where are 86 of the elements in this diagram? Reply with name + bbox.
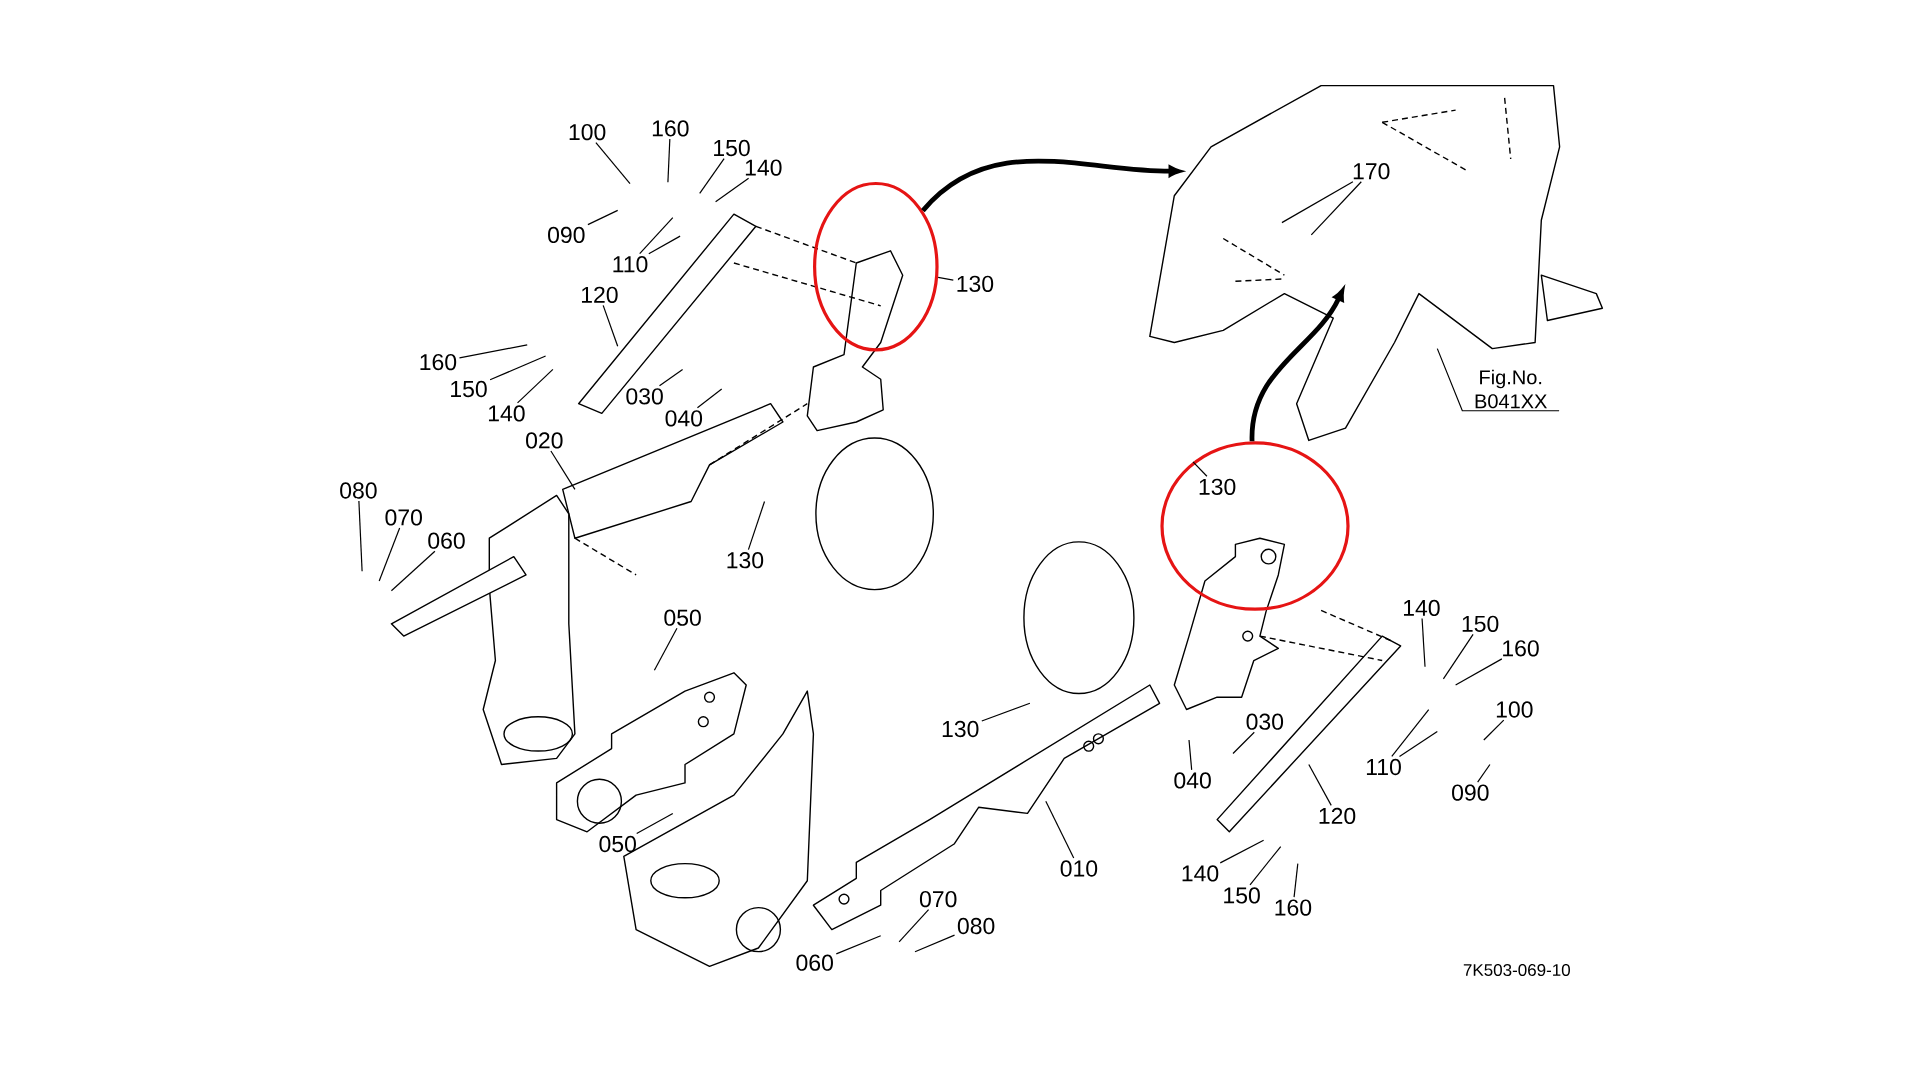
callout-number: 090 bbox=[1452, 784, 1489, 801]
leader-line bbox=[1192, 461, 1208, 477]
leader-line bbox=[358, 500, 363, 572]
leader-line bbox=[378, 527, 401, 582]
callout-number: 120 bbox=[1319, 807, 1356, 825]
callout-number: 160 bbox=[420, 353, 457, 371]
callout-number: 150 bbox=[1462, 615, 1499, 632]
leader-line bbox=[1310, 181, 1362, 236]
leader-line bbox=[1442, 633, 1474, 680]
callout-number: 070 bbox=[385, 509, 422, 526]
callout-number: 130 bbox=[957, 275, 994, 292]
leader-line bbox=[696, 388, 723, 409]
leader-line bbox=[602, 304, 619, 347]
callout-number: 140 bbox=[1182, 865, 1219, 882]
leader-line bbox=[1293, 863, 1299, 898]
leader-line bbox=[699, 157, 725, 194]
callout-number: 140 bbox=[745, 159, 782, 176]
leader-line bbox=[1232, 731, 1255, 755]
leader-line bbox=[1249, 845, 1282, 886]
callout-number: 040 bbox=[1174, 772, 1211, 789]
leader-line bbox=[516, 368, 554, 404]
leader-line bbox=[1421, 617, 1426, 668]
leader-line bbox=[458, 344, 528, 359]
leader-line bbox=[1483, 719, 1505, 741]
callout-number: 110 bbox=[1366, 758, 1401, 776]
callout-number: 110 bbox=[613, 256, 648, 273]
leader-line bbox=[636, 812, 674, 835]
leader-line bbox=[835, 935, 882, 955]
leader-line bbox=[747, 500, 766, 551]
callout-number: 150 bbox=[714, 139, 750, 157]
leader-line bbox=[658, 368, 684, 387]
leader-line bbox=[550, 450, 576, 490]
leader-line bbox=[1455, 658, 1503, 686]
callout-number: 060 bbox=[428, 532, 465, 549]
callout-number: 130 bbox=[942, 720, 979, 738]
leader-line bbox=[914, 934, 956, 953]
callout-number: 050 bbox=[599, 835, 636, 853]
leader-line bbox=[1398, 730, 1438, 758]
leader-line bbox=[667, 138, 671, 183]
callout-number: 030 bbox=[626, 388, 663, 405]
leader-line bbox=[595, 142, 631, 185]
leader-line bbox=[653, 627, 678, 671]
leader-line bbox=[1477, 763, 1491, 783]
callout-number: 150 bbox=[1224, 887, 1260, 904]
leader-line bbox=[1188, 739, 1193, 771]
callout-number: 160 bbox=[1503, 640, 1539, 657]
figure-number-label: Fig.No. B041XX bbox=[1475, 369, 1547, 409]
leader-line bbox=[715, 177, 750, 203]
leader-line bbox=[489, 355, 547, 381]
callout-number: 160 bbox=[1275, 899, 1312, 916]
callout-number: 170 bbox=[1353, 163, 1390, 180]
leader-line bbox=[648, 235, 681, 255]
callout-number: 080 bbox=[957, 917, 995, 935]
callout-number: 060 bbox=[796, 954, 833, 971]
callout-number: 070 bbox=[919, 890, 957, 908]
highlight-circle bbox=[1160, 441, 1350, 611]
leader-line bbox=[937, 276, 954, 281]
callout-number: 140 bbox=[1404, 599, 1440, 617]
callout-number: 100 bbox=[569, 123, 606, 141]
callout-number: 120 bbox=[582, 286, 618, 303]
leader-line bbox=[390, 550, 436, 592]
leader-line bbox=[587, 209, 619, 226]
callout-number: 020 bbox=[526, 432, 563, 449]
leader-line bbox=[639, 217, 674, 255]
leader-line bbox=[1281, 181, 1354, 224]
leader-line bbox=[898, 909, 930, 943]
callout-number: 130 bbox=[727, 552, 764, 569]
callout-number: 050 bbox=[664, 609, 701, 626]
leader-line bbox=[1308, 763, 1332, 806]
leader-line bbox=[981, 702, 1031, 722]
callout-number: 100 bbox=[1496, 701, 1533, 718]
callout-number: 140 bbox=[489, 405, 525, 422]
highlight-circle bbox=[813, 181, 939, 352]
callout-number: 030 bbox=[1246, 713, 1284, 730]
leader-line bbox=[1391, 708, 1430, 758]
leader-line bbox=[1045, 800, 1075, 859]
callout-number: 150 bbox=[451, 380, 487, 398]
leader-line bbox=[1436, 348, 1560, 412]
callout-number: 010 bbox=[1060, 860, 1098, 877]
callout-number: 160 bbox=[652, 120, 689, 137]
drawing-number: 7K503-069-10 bbox=[1463, 964, 1570, 976]
callout-number: 130 bbox=[1199, 478, 1236, 495]
callout-number: 040 bbox=[665, 410, 703, 427]
leader-line bbox=[1219, 839, 1265, 864]
callout-number: 090 bbox=[548, 226, 585, 244]
callout-number: 080 bbox=[340, 482, 377, 499]
